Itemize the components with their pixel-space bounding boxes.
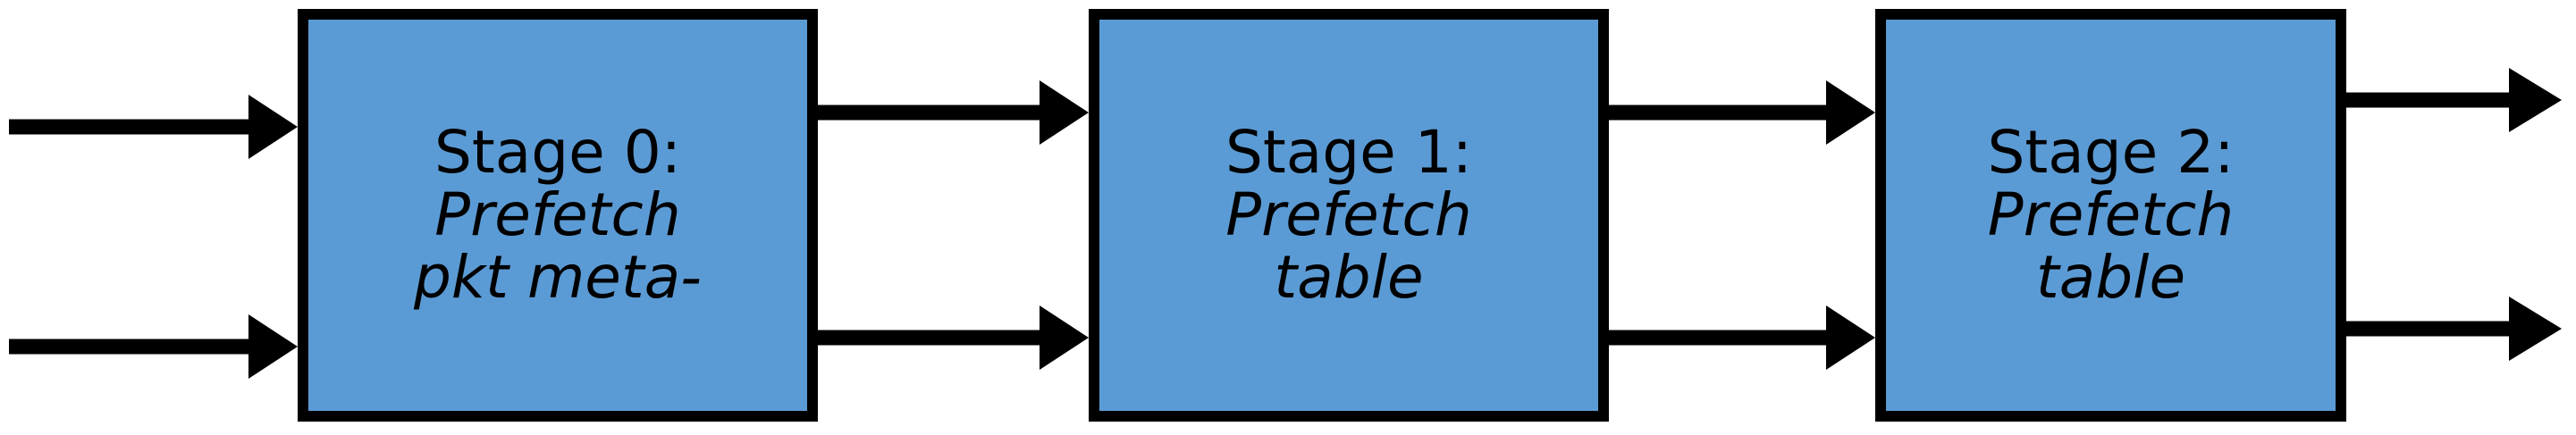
arrow-stage0-to-stage1-bottom — [812, 305, 1089, 370]
stage-0-title: Stage 0: — [434, 118, 681, 188]
arrow-stage1-to-stage2-top — [1604, 80, 1875, 145]
arrow-output-bottom — [2342, 297, 2562, 361]
stage-2-title: Stage 2: — [1987, 118, 2235, 188]
arrow-input-top — [9, 95, 298, 159]
stage-1-desc-line-1: Prefetch — [1225, 180, 1472, 250]
stage-1-desc-line-2: table — [1274, 242, 1424, 312]
stage-1-title: Stage 1: — [1225, 118, 1472, 188]
arrow-input-bottom — [9, 314, 298, 379]
stage-2-desc-line-1: Prefetch — [1987, 180, 2235, 250]
stage-0-desc-line-2: pkt meta- — [413, 242, 702, 312]
stage-0-desc-line-1: Prefetch — [434, 180, 681, 250]
arrow-output-top — [2342, 68, 2562, 132]
stage-2-desc-line-2: table — [2035, 242, 2186, 312]
arrow-stage1-to-stage2-bottom — [1604, 305, 1875, 370]
stage-box-1[interactable] — [1089, 9, 1609, 422]
arrow-stage0-to-stage1-top — [812, 80, 1089, 145]
stage-1-labels: Stage 1: Prefetch table — [1094, 14, 1604, 416]
stage-box-0[interactable] — [298, 9, 818, 422]
stage-box-2[interactable] — [1875, 9, 2346, 422]
stage-0-labels: Stage 0: Prefetch pkt meta- — [303, 14, 812, 416]
stage-2-labels: Stage 2: Prefetch table — [1881, 14, 2341, 416]
